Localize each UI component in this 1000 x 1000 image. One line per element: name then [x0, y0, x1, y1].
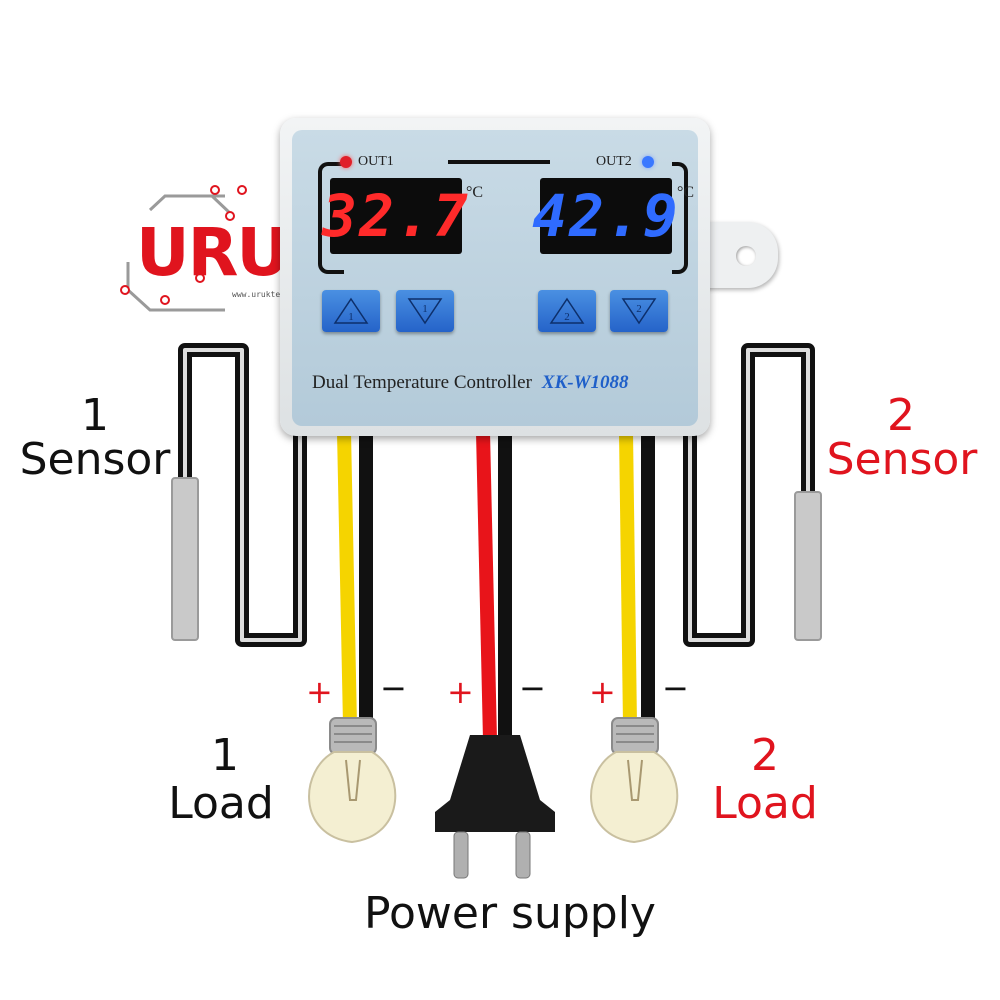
btn4-channel: 2	[636, 303, 642, 315]
out2-down-button[interactable]: 2	[610, 290, 668, 332]
load2-plus: +	[589, 673, 616, 711]
up-triangle-icon: 1	[333, 297, 369, 324]
logo-dots-icon	[120, 185, 247, 305]
sensor2-label: Sensor	[826, 434, 978, 485]
sensor1-probe	[171, 477, 199, 641]
power-plus: +	[447, 673, 474, 711]
out1-reading: 32.7	[322, 182, 470, 250]
btn1-channel: 1	[348, 311, 354, 323]
sensor1-label: Sensor	[19, 434, 171, 485]
out1-down-button[interactable]: 1	[396, 290, 454, 332]
device-model: XK-W1088	[541, 372, 629, 393]
logo-url: www.uruktech.com	[232, 290, 310, 299]
out2-up-button[interactable]: 2	[538, 290, 596, 332]
load1-wire-yellow	[337, 431, 357, 726]
load2-wire-yellow	[619, 431, 637, 726]
display2-bracket	[672, 162, 688, 274]
load2-minus: −	[662, 669, 689, 707]
out1-up-button[interactable]: 1	[322, 290, 380, 332]
out1-display: 32.7	[322, 178, 470, 254]
bulb1-icon	[308, 717, 397, 844]
sensor2-probe	[794, 491, 822, 641]
sensor1-cable	[178, 343, 307, 647]
power-plug-icon	[435, 735, 555, 879]
load1-label: Load	[168, 778, 274, 829]
up-triangle-icon: 2	[549, 297, 585, 324]
down-triangle-icon: 2	[621, 298, 657, 325]
load2-number: 2	[751, 730, 779, 781]
out1-led	[340, 156, 352, 168]
out2-unit: °C	[677, 184, 695, 201]
power-wire-red	[476, 431, 497, 741]
sensor2-number: 2	[887, 390, 915, 441]
load2-label: Load	[712, 778, 818, 829]
btn3-channel: 2	[564, 311, 570, 323]
display-divider	[448, 160, 550, 164]
out1-label: OUT1	[358, 154, 394, 169]
display1-bracket	[318, 162, 344, 274]
down-triangle-icon: 1	[407, 298, 443, 325]
mounting-hole	[736, 246, 756, 266]
load1-plus: +	[306, 673, 333, 711]
sensor2-cable	[683, 343, 815, 647]
power-minus: −	[519, 669, 546, 707]
out2-label: OUT2	[596, 154, 632, 169]
sensor1-number: 1	[81, 390, 109, 441]
out2-reading: 42.9	[532, 182, 680, 250]
btn2-channel: 1	[422, 303, 428, 315]
load1-number: 1	[211, 730, 239, 781]
power-supply-label: Power supply	[364, 888, 656, 939]
device-title-text: Dual Temperature Controller	[312, 372, 532, 393]
device-title: Dual Temperature Controller XK-W1088	[312, 372, 692, 402]
bulb2-icon	[590, 717, 679, 844]
out2-led	[642, 156, 654, 168]
load1-minus: −	[380, 669, 407, 707]
out1-unit: °C	[466, 184, 484, 201]
out2-display: 42.9	[532, 178, 680, 254]
